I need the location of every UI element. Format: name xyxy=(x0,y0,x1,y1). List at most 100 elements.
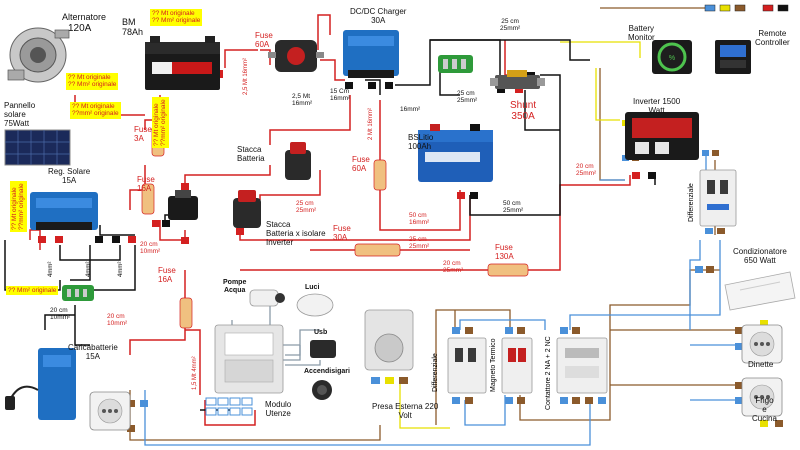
terminal-brown xyxy=(775,420,783,427)
fuse-30a-label: Fuse 30A xyxy=(333,224,351,243)
wire-label: 50 cm 25mm² xyxy=(503,200,523,214)
terminal-black xyxy=(648,172,656,179)
battery-monitor-label: Battery Monitor xyxy=(628,24,655,43)
wire-section: 25mm² xyxy=(296,207,317,215)
battery-disconnect-name-2: Batteria xyxy=(237,153,265,163)
fuse-name: Fuse xyxy=(352,155,370,164)
alternator-rating: 120A xyxy=(68,22,92,34)
remote-name-2: Controller xyxy=(755,37,790,47)
terminal-blue xyxy=(452,397,460,404)
note-mm: ?? Mm² originale xyxy=(152,17,201,25)
terminal-brown xyxy=(706,266,714,273)
socket-dinette-image xyxy=(741,324,783,364)
cigarette-socket-label: Accendisigari xyxy=(304,368,350,375)
dcdc-charger-image xyxy=(343,30,399,78)
battery-charger-label: Caricabatterie 15A xyxy=(68,343,118,362)
terminal-black xyxy=(777,4,789,12)
relay-image xyxy=(168,190,198,220)
wire-label: 25 cm 25mm² xyxy=(500,18,520,32)
busbar-green-image xyxy=(62,285,94,301)
air-conditioner-name: Condizionatore xyxy=(733,247,787,256)
fuse-rating: 16A xyxy=(158,274,173,284)
usb-label: Usb xyxy=(314,329,328,336)
terminal-brown xyxy=(734,4,746,12)
usb-socket-image xyxy=(310,340,336,358)
terminal-brown xyxy=(585,397,593,404)
solar-regulator-label: Reg. Solare 15A xyxy=(48,167,90,186)
light-label: Luci xyxy=(305,284,320,291)
terminal-blue xyxy=(735,343,743,350)
terminal-brown xyxy=(127,425,135,432)
terminal-brown xyxy=(572,327,580,334)
terminal-blue xyxy=(702,150,709,156)
solar-regulator-rating: 15A xyxy=(62,175,77,185)
terminal-blue xyxy=(705,228,713,234)
dcdc-rating: 30A xyxy=(371,15,386,25)
inverter-disconnect-image xyxy=(233,190,261,228)
wire-section: 25mm² xyxy=(457,97,478,105)
terminal-black xyxy=(162,220,170,227)
lithium-battery-capacity: 100Ah xyxy=(408,141,432,151)
fuse-130a-label: Fuse 130A xyxy=(495,243,514,262)
wire-length: 15 Cm xyxy=(330,88,350,95)
wire-section: 25mm² xyxy=(443,267,464,275)
contactor-image xyxy=(556,337,608,394)
fuse-name: Fuse xyxy=(255,31,273,40)
terminal-red xyxy=(181,237,189,244)
socket-frigo-image xyxy=(741,377,783,417)
wire-label: 25 cm 25mm² xyxy=(409,236,429,250)
terminal-blue xyxy=(560,397,568,404)
external-socket-voltage: Volt xyxy=(398,410,412,420)
note-mt: ?? Mt originale xyxy=(72,103,115,110)
terminal-brown xyxy=(735,382,743,389)
wire-label: 15 Cm 16mm² xyxy=(330,88,350,102)
terminal-red xyxy=(181,183,189,190)
note-mm: ?? Mm² originale xyxy=(8,287,57,294)
water-pump-image xyxy=(249,289,285,307)
bm-original-note: ?? Mt originale ?? Mm² originale xyxy=(150,9,203,26)
wire-label: 2,5 Mt 16mm² xyxy=(292,93,312,107)
frigo-name: Frigo xyxy=(755,396,774,405)
terminal-yellow xyxy=(385,377,394,384)
rcd-mid-label: Differenziale xyxy=(432,353,439,392)
terminal-blue xyxy=(505,397,513,404)
air-conditioner-power: 650 Watt xyxy=(744,255,776,265)
terminal-red xyxy=(515,87,523,93)
rcd-right-image xyxy=(699,169,737,227)
bm-name: BM xyxy=(122,17,136,27)
inverter-name: Inverter 1500 xyxy=(633,97,681,106)
water-pump-name-2: Acqua xyxy=(223,286,246,294)
wire-label: 25 cm 25mm² xyxy=(457,90,477,104)
battery-charger-rating: 15A xyxy=(85,351,101,361)
battery-monitor-name: Battery xyxy=(628,24,655,33)
solar-panel-power: 75Watt xyxy=(4,118,30,128)
frigo-label: Frigo e Cucina xyxy=(752,396,777,423)
dcdc-label: DC/DC Charger 30A xyxy=(350,7,406,26)
terminal-brown xyxy=(517,397,525,404)
solar-panel-name: Pannello xyxy=(4,101,36,110)
terminal-red xyxy=(632,172,640,179)
external-socket-image xyxy=(364,309,414,371)
terminal-blue xyxy=(371,377,380,384)
rcd-mid-image xyxy=(447,337,487,394)
breaker-60a-image xyxy=(268,40,324,72)
dinette-label: Dinette xyxy=(748,360,774,369)
fuse-holder xyxy=(373,159,387,191)
solar-panel-label: Pannello solare 75Watt xyxy=(4,101,36,128)
wire-label: 20 cm 25mm² xyxy=(576,163,596,177)
terminal-black xyxy=(470,192,478,199)
solar-panel-name-2: solare xyxy=(4,109,26,119)
wire-section: 25mm² xyxy=(500,25,521,33)
terminal-black xyxy=(385,82,393,89)
terminal-blue xyxy=(505,327,513,334)
fuse-60a-mid-label: Fuse 60A xyxy=(352,155,370,174)
terminal-yellow xyxy=(719,4,731,12)
note-mm: ??mm² originale xyxy=(18,183,26,230)
svg-text:%: % xyxy=(669,55,675,62)
wire-section: 16mm² xyxy=(292,100,313,108)
terminal-black xyxy=(112,236,120,243)
terminal-blue xyxy=(695,266,703,273)
wire-label: 20 cm 10mm² xyxy=(107,313,127,327)
terminal-yellow xyxy=(760,320,768,327)
mcb-label: Magneto Termico xyxy=(490,338,497,392)
